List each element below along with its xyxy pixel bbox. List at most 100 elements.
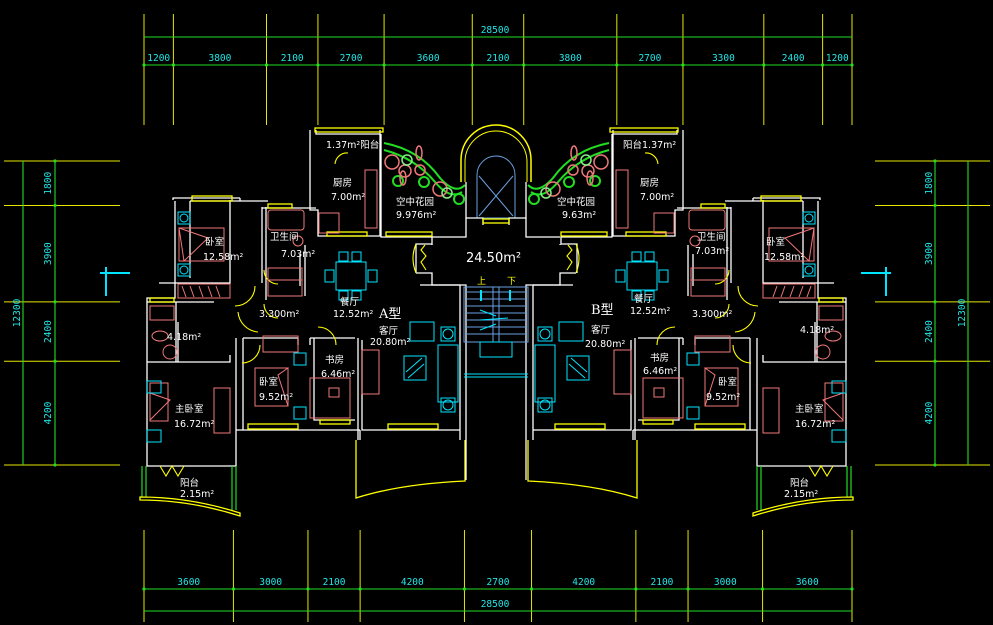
unit-b-bottom-balcony-name: 阳台	[790, 477, 809, 489]
unit-b-bedroom2-name: 卧室	[718, 376, 737, 388]
top-segment-label: 3800	[208, 53, 231, 64]
unit-a-sky-garden-name: 空中花园	[396, 196, 434, 208]
right-segment-label: 2400	[924, 320, 935, 343]
left-segment-label: 1800	[43, 172, 54, 195]
left-segment-label: 3900	[43, 242, 54, 265]
bottom-total-label: 28500	[481, 599, 510, 610]
unit-b-geometry	[527, 127, 854, 517]
unit-b-kitchen-name: 厨房	[640, 177, 659, 189]
unit-a: 1.37m²阳台 厨房 7.00m² 空中花园 9.976m² 卧室 12.58…	[139, 127, 466, 517]
bottom-segment-label: 2100	[323, 577, 346, 588]
bottom-segment-label: 4200	[401, 577, 424, 588]
central-core: 24.50m² 上 下	[412, 124, 580, 480]
unit-a-study-area: 6.46m²	[321, 369, 355, 380]
unit-b-master-name: 主卧室	[795, 403, 824, 415]
unit-a-master-name: 主卧室	[175, 403, 204, 415]
unit-a-bathroom-name: 卫生间	[270, 231, 299, 243]
left-segment-label: 2400	[43, 320, 54, 343]
unit-a-bathroom-area: 7.03m²	[281, 249, 315, 260]
top-segment-label: 2100	[281, 53, 304, 64]
top-total-label: 28500	[481, 25, 510, 36]
top-segment-label: 2400	[782, 53, 805, 64]
right-dimensions: 12300 1800 3900 2400 4200	[861, 159, 990, 467]
unit-a-living-furniture	[146, 211, 459, 443]
unit-a-room-labels: 1.37m²阳台 厨房 7.00m² 空中花园 9.976m² 卧室 12.58…	[167, 139, 436, 500]
right-extension-lines	[875, 159, 990, 467]
unit-b-bedroom-area: 12.58m²	[764, 252, 804, 263]
right-axis-marker-icon	[861, 267, 891, 296]
unit-b-top-balcony-label: 阳台1.37m²	[623, 139, 676, 151]
unit-b-bathroom-name: 卫生间	[697, 231, 726, 243]
top-segment-label: 2700	[340, 53, 363, 64]
unit-a-bottom-balcony	[139, 440, 466, 517]
stair-treads	[466, 291, 526, 335]
left-dimensions: 12300 1800 3900 2400 4200	[4, 159, 130, 467]
stair-up-label: 上	[477, 276, 486, 287]
unit-b-small-bath-area: 4.18m²	[800, 325, 834, 336]
bottom-segment-label: 3000	[259, 577, 282, 588]
top-segment-label: 1200	[147, 53, 170, 64]
left-segment-label: 4200	[43, 401, 54, 424]
unit-a-kitchen-name: 厨房	[333, 177, 352, 189]
unit-a-bedroom2-name: 卧室	[259, 376, 278, 388]
bottom-segment-label: 2100	[651, 577, 674, 588]
unit-a-master-area: 16.72m²	[174, 419, 214, 430]
unit-b-study-name: 书房	[650, 352, 669, 364]
unit-b-bathroom-area: 7.03m²	[695, 246, 729, 257]
unit-a-sky-garden-area: 9.976m²	[396, 210, 436, 221]
unit-b-dining-area: 12.52m²	[630, 306, 670, 317]
right-segment-labels: 1800 3900 2400 4200	[924, 172, 935, 425]
top-segment-label: 3800	[559, 53, 582, 64]
unit-b-sky-garden-name: 空中花园	[557, 196, 595, 208]
unit-a-top-balcony-label: 1.37m²阳台	[326, 139, 379, 151]
unit-b-room-labels: 阳台1.37m² 厨房 7.00m² 空中花园 9.63m² 卧室 12.58m…	[557, 139, 835, 500]
unit-a-study-name: 书房	[325, 354, 344, 366]
unit-b-living-area: 20.80m²	[585, 339, 625, 350]
unit-b-master-area: 16.72m²	[795, 419, 835, 430]
lobby-area-label: 24.50m²	[466, 251, 521, 266]
right-segment-label: 4200	[924, 401, 935, 424]
unit-a-kitchen-area: 7.00m²	[331, 192, 365, 203]
unit-b: 阳台1.37m² 厨房 7.00m² 空中花园 9.63m² 卧室 12.58m…	[527, 127, 854, 517]
lobby-walls	[416, 218, 576, 480]
top-segment-label: 1200	[826, 53, 849, 64]
bottom-segment-label: 2700	[487, 577, 510, 588]
top-extension-lines	[142, 14, 854, 125]
right-total-label: 12300	[957, 298, 968, 327]
left-total-label: 12300	[12, 298, 23, 327]
unit-a-living-area: 20.80m²	[370, 337, 410, 348]
unit-b-bottom-balcony-area: 2.15m²	[784, 489, 818, 500]
top-segment-label: 3300	[712, 53, 735, 64]
unit-b-kitchen-area: 7.00m²	[640, 192, 674, 203]
unit-a-bedroom-area: 12.58m²	[203, 252, 243, 263]
right-segment-label: 1800	[924, 172, 935, 195]
unit-a-bedroom-name: 卧室	[205, 236, 224, 248]
unit-a-sky-garden-plants	[383, 142, 466, 205]
unit-a-small-bath-area: 4.18m²	[167, 332, 201, 343]
unit-a-bottom-balcony-name: 阳台	[180, 477, 199, 489]
right-segment-label: 3900	[924, 242, 935, 265]
stair-down-label: 下	[507, 277, 516, 287]
unit-a-corridor-area: 3.300m²	[259, 309, 299, 320]
top-segment-label: 2700	[638, 53, 661, 64]
unit-a-bedroom2-area: 9.52m²	[259, 392, 293, 403]
unit-b-corridor-area: 3.300m²	[692, 309, 732, 320]
bottom-segment-label: 4200	[572, 577, 595, 588]
left-axis-marker-icon	[100, 267, 130, 296]
unit-b-study-area: 6.46m²	[643, 366, 677, 377]
elevator-arch	[460, 124, 532, 182]
bottom-segment-label: 3600	[177, 577, 200, 588]
unit-b-sky-garden-area: 9.63m²	[562, 210, 596, 221]
unit-b-dining-name: 餐厅	[634, 293, 654, 305]
unit-b-bedroom2-area: 9.52m²	[706, 392, 740, 403]
unit-a-dining-area: 12.52m²	[333, 309, 373, 320]
unit-b-type-label: B型	[591, 303, 614, 318]
bottom-segment-label: 3000	[714, 577, 737, 588]
left-segment-labels: 1800 3900 2400 4200	[43, 172, 54, 425]
staircase: 上 下	[463, 276, 529, 378]
